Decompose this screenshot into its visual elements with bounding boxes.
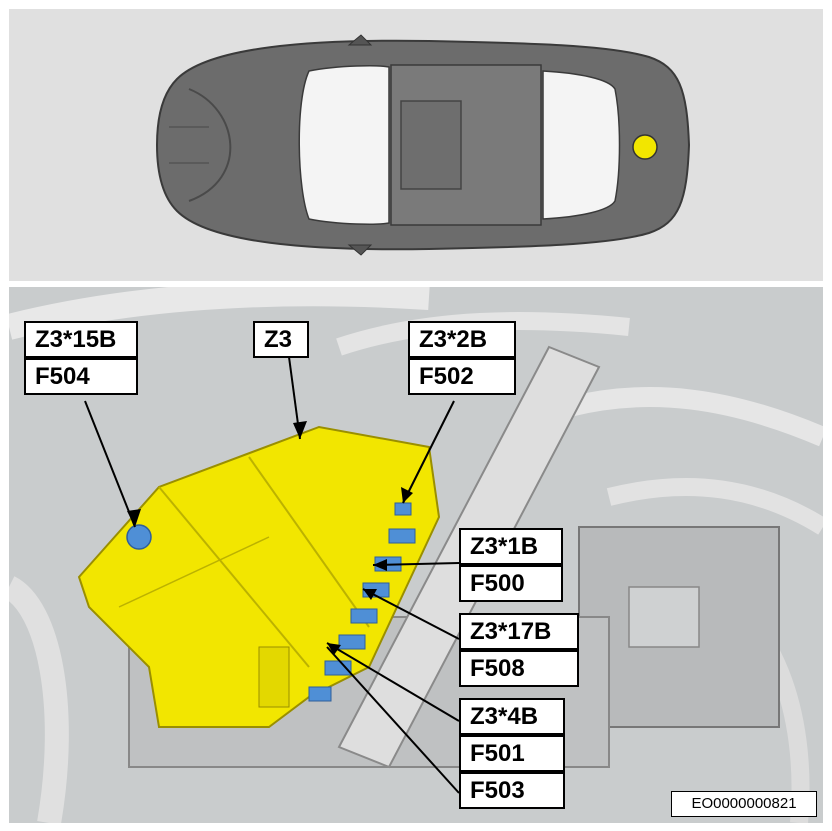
fuse-box-illustration (9, 287, 823, 823)
label-z3-15b: Z3*15B (24, 321, 138, 358)
rear-window (542, 70, 621, 220)
document-code: EO0000000821 (671, 791, 817, 817)
label-z3-17b: Z3*17B (459, 613, 579, 650)
label-z3-4b: Z3*4B (459, 698, 565, 735)
label-f503: F503 (459, 772, 565, 809)
fuse-box (77, 425, 441, 728)
sunroof (400, 100, 462, 190)
leader-arrowheads (127, 421, 413, 655)
label-z3: Z3 (253, 321, 309, 358)
label-z3-2b: Z3*2B (408, 321, 516, 358)
label-f508: F508 (459, 650, 579, 687)
label-z3-1b: Z3*1B (459, 528, 563, 565)
leader-lines (84, 356, 460, 794)
label-f502: F502 (408, 358, 516, 395)
label-f500: F500 (459, 565, 563, 602)
vehicle-top-view (155, 34, 691, 256)
location-marker (632, 134, 658, 160)
vehicle-top-view-panel (9, 9, 823, 281)
windshield (298, 65, 390, 225)
fuse-box-detail-panel (9, 287, 823, 823)
label-f504: F504 (24, 358, 138, 395)
z3-15b-fuse-marker (126, 524, 152, 550)
fuse-slots (308, 502, 416, 702)
label-f501: F501 (459, 735, 565, 772)
